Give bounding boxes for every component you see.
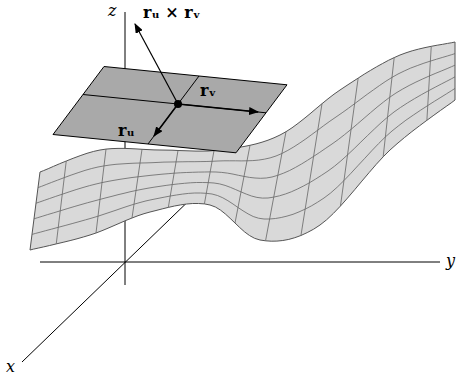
grid-line xyxy=(301,104,322,236)
grid-line xyxy=(340,78,358,206)
grid-line xyxy=(96,149,106,233)
grid-line xyxy=(204,151,214,204)
axis-label: z xyxy=(108,2,116,20)
vector-label: rᵤ × rᵥ xyxy=(143,4,201,22)
grid-line xyxy=(427,46,431,120)
plane-patch xyxy=(53,67,287,153)
grid-line xyxy=(36,65,455,203)
grid-line xyxy=(235,145,250,223)
grid-line xyxy=(383,58,394,157)
tangent-plane xyxy=(53,67,287,153)
surface xyxy=(30,42,455,250)
rv-vector xyxy=(178,104,258,112)
vector-label: rᵤ xyxy=(118,122,135,140)
grid-line xyxy=(56,161,66,244)
normal-vector xyxy=(135,24,178,104)
point xyxy=(174,100,182,108)
axis-label: y xyxy=(446,252,455,270)
vector-label: rᵥ xyxy=(200,82,216,100)
grid-line xyxy=(266,132,286,241)
grid-line xyxy=(132,149,142,218)
plane-midline xyxy=(148,76,199,144)
grid-line xyxy=(38,54,455,188)
grid-line xyxy=(168,150,178,207)
axis-label: x xyxy=(6,358,15,376)
ru-vector xyxy=(154,104,178,136)
surface-sheet xyxy=(30,42,455,250)
vectors xyxy=(135,24,258,136)
y-axis xyxy=(40,262,440,263)
